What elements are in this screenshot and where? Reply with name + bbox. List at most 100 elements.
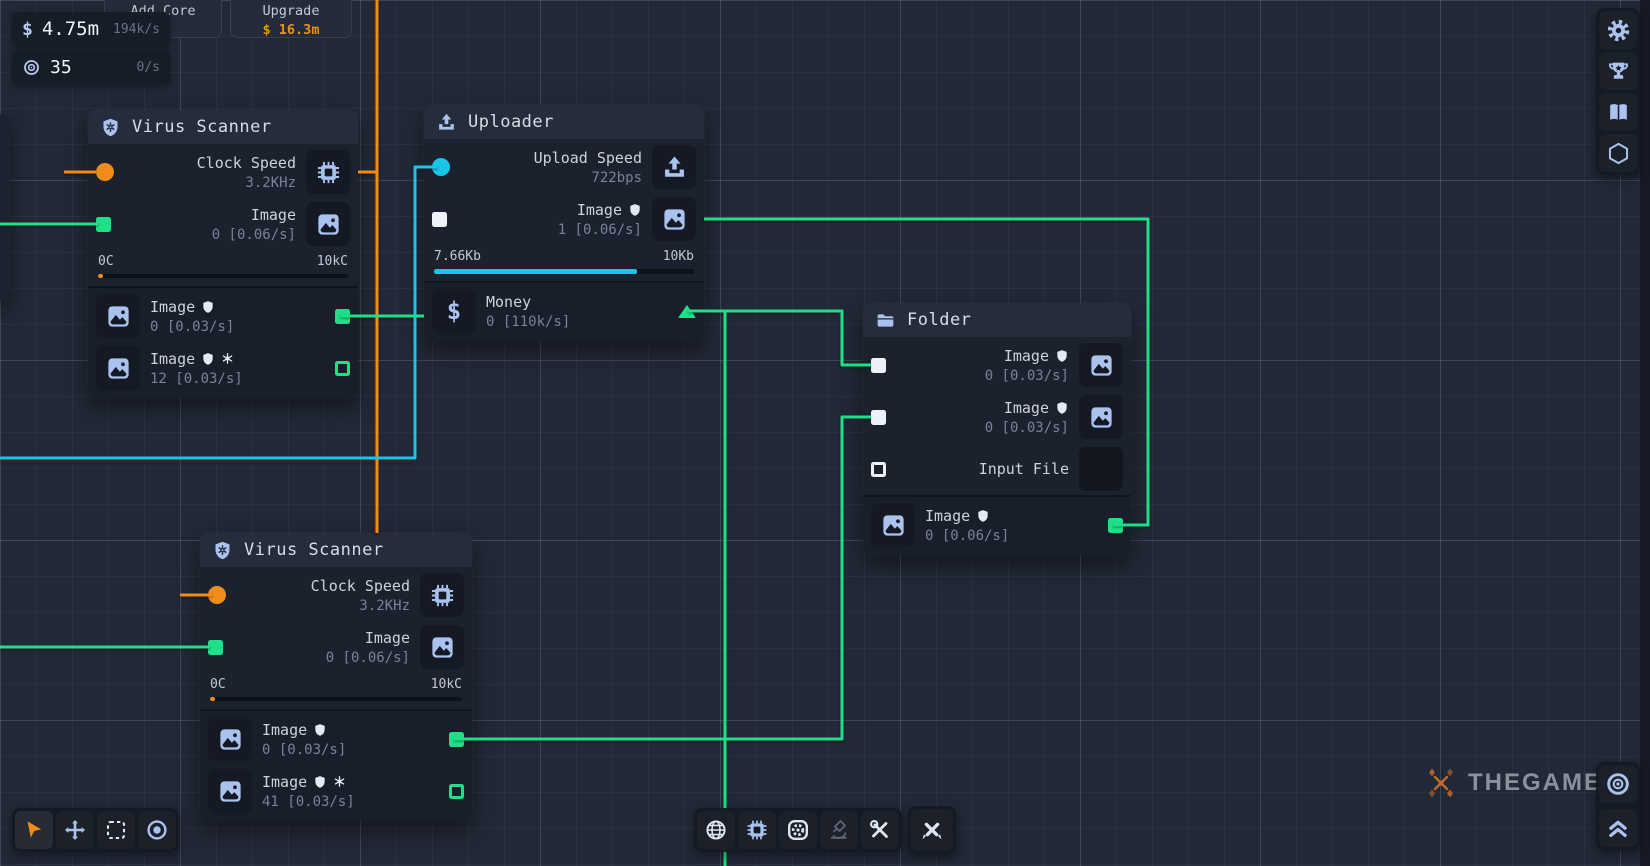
globe-button[interactable] <box>697 811 735 849</box>
row-value: 3.2KHz <box>359 597 410 614</box>
chip-icon[interactable] <box>420 573 464 617</box>
node-folder[interactable]: Folder Image 0 [0.03/s] Image 0 [0.03/s] <box>863 303 1131 555</box>
progress-max-label: 10Kb <box>662 249 694 264</box>
resource-counter: 35 0/s <box>12 50 170 84</box>
money-rate: 194k/s <box>113 21 160 37</box>
chip-button[interactable] <box>738 811 776 849</box>
money-counter: $ 4.75m 194k/s <box>12 12 170 46</box>
virus-badge-icon <box>333 775 346 788</box>
row-label: Image <box>262 772 308 791</box>
port-clock-input[interactable] <box>96 163 114 181</box>
hexagon-button[interactable] <box>1599 134 1637 172</box>
input-file-row: Input File <box>863 443 1131 495</box>
port-image-output-1[interactable] <box>449 731 464 747</box>
offscreen-node-partial[interactable] <box>0 114 10 300</box>
image-icon[interactable] <box>420 625 464 669</box>
pencils-button[interactable] <box>911 809 953 851</box>
port-image-output[interactable] <box>1108 517 1123 533</box>
tools-icon <box>868 818 892 842</box>
move-tool-button[interactable] <box>56 811 94 849</box>
image-icon[interactable] <box>652 197 696 241</box>
image-icon[interactable] <box>96 294 140 338</box>
port-money-output[interactable] <box>678 304 696 318</box>
fan-icon <box>786 818 810 842</box>
row-value: 3.2KHz <box>245 174 296 191</box>
shield-badge-icon <box>201 352 215 366</box>
chip-icon <box>745 818 769 842</box>
shield-badge-icon <box>201 300 215 314</box>
cursor-tool-button[interactable] <box>15 811 53 849</box>
row-label: Image <box>150 349 196 368</box>
tools-button[interactable] <box>861 811 899 849</box>
output-row: Image 0 [0.06/s] <box>863 499 1131 551</box>
port-upload-speed-input[interactable] <box>432 158 450 176</box>
empty-file-slot[interactable] <box>1079 447 1123 491</box>
output-row: Image 12 [0.03/s] <box>88 342 358 394</box>
crossed-pencils-icon <box>919 817 945 843</box>
row-value: 0 [0.06/s] <box>925 527 1010 544</box>
upload-speed-row: Upload Speed 722bps <box>424 141 704 193</box>
port-image-input[interactable] <box>208 639 223 655</box>
image-icon[interactable] <box>96 346 140 390</box>
journal-button[interactable] <box>1599 93 1637 131</box>
fan-button[interactable] <box>779 811 817 849</box>
node-virus-scanner-1[interactable]: Virus Scanner Clock Speed 3.2KHz Image 0… <box>88 110 358 398</box>
bullseye-tool-button[interactable] <box>138 811 176 849</box>
row-value: 0 [0.06/s] <box>211 226 296 243</box>
row-value: 0 [0.03/s] <box>262 741 347 758</box>
port-image-output-2[interactable] <box>449 783 464 799</box>
image-icon[interactable] <box>208 769 252 813</box>
microscope-button[interactable] <box>820 811 858 849</box>
upload-icon[interactable] <box>652 145 696 189</box>
image-icon[interactable] <box>1079 395 1123 439</box>
center-view-button[interactable] <box>1599 765 1637 803</box>
image-icon[interactable] <box>1079 343 1123 387</box>
row-value: 0 [0.06/s] <box>325 649 410 666</box>
node-header[interactable]: Virus Scanner <box>200 533 472 567</box>
row-label: Image <box>250 205 296 224</box>
virus-badge-icon <box>221 352 234 365</box>
port-image-output-2[interactable] <box>335 360 350 376</box>
node-header[interactable]: Uploader <box>424 105 704 139</box>
node-virus-scanner-2[interactable]: Virus Scanner Clock Speed 3.2KHz Image 0… <box>200 533 472 821</box>
row-value: 1 [0.06/s] <box>557 221 642 238</box>
node-uploader[interactable]: Uploader Upload Speed 722bps Image 1 [0.… <box>424 105 704 341</box>
node-header[interactable]: Folder <box>863 303 1131 337</box>
menu-toolbar <box>1596 8 1640 175</box>
row-value: 12 [0.03/s] <box>150 370 243 387</box>
node-title: Folder <box>907 310 972 330</box>
shield-badge-icon <box>628 203 642 217</box>
node-header[interactable]: Virus Scanner <box>88 110 358 144</box>
node-title: Uploader <box>468 112 554 132</box>
row-label: Image <box>576 200 622 219</box>
image-icon[interactable] <box>208 717 252 761</box>
target-icon <box>1605 771 1631 797</box>
port-image-input[interactable] <box>96 216 111 232</box>
port-file-input[interactable] <box>871 461 886 477</box>
progress-min-label: 0C <box>210 677 226 692</box>
hexagon-icon <box>1606 141 1631 166</box>
output-row: Image 41 [0.03/s] <box>200 765 472 817</box>
clock-speed-row: Clock Speed 3.2KHz <box>88 146 358 198</box>
watermark-text: THEGAMER <box>1468 769 1622 796</box>
shield-badge-icon <box>313 723 327 737</box>
image-icon[interactable] <box>871 503 915 547</box>
collapse-button[interactable] <box>1599 809 1637 847</box>
image-input-row: Image 0 [0.06/s] <box>88 198 358 250</box>
settings-button[interactable] <box>1599 11 1637 49</box>
port-image-input-1[interactable] <box>871 357 886 373</box>
image-input-row: Image 0 [0.03/s] <box>863 339 1131 391</box>
box-select-tool-button[interactable] <box>97 811 135 849</box>
upgrade-button[interactable]: Upgrade $ 16.3m <box>230 0 352 38</box>
port-image-output-1[interactable] <box>335 308 350 324</box>
image-icon[interactable] <box>306 202 350 246</box>
port-clock-input[interactable] <box>208 586 226 604</box>
chip-icon[interactable] <box>306 150 350 194</box>
achievements-button[interactable] <box>1599 52 1637 90</box>
row-value: 0 [0.03/s] <box>984 419 1069 436</box>
port-image-input-2[interactable] <box>871 409 886 425</box>
port-image-input[interactable] <box>432 211 447 227</box>
dollar-icon[interactable]: $ <box>432 289 476 333</box>
row-label: Upload Speed <box>533 148 642 167</box>
